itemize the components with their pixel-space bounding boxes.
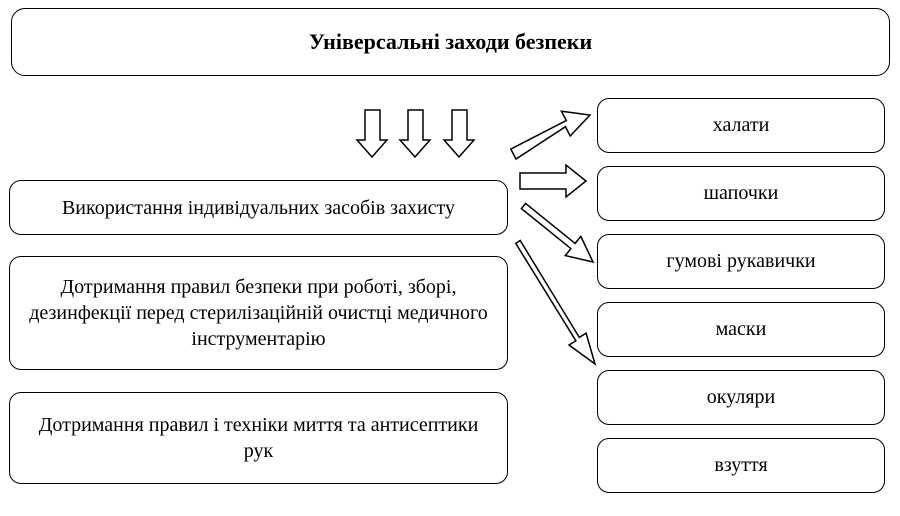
ppe-item-glasses: окуляри: [597, 370, 885, 425]
measure-box-ppe: Використання індивідуальних засобів захи…: [9, 180, 508, 235]
ppe-item-gowns: халати: [597, 98, 885, 153]
ppe-item-footwear: взуття: [597, 438, 885, 493]
ppe-item-gloves: гумові рукавички: [597, 234, 885, 289]
ppe-item-label: окуляри: [706, 386, 776, 408]
ppe-item-masks: маски: [597, 302, 885, 357]
down-arrow-icon: [442, 109, 476, 159]
measure-label: Використання індивідуальних засобів захи…: [61, 196, 456, 219]
arrow-to-caps-icon: [519, 163, 588, 199]
ppe-item-label: гумові рукавички: [666, 250, 816, 272]
arrow-to-gowns-icon: [509, 110, 592, 161]
measure-label: Дотримання правил безпеки при роботі, зб…: [29, 276, 488, 350]
measure-box-handwashing: Дотримання правил і техніки миття та ант…: [9, 392, 508, 484]
ppe-item-label: шапочки: [703, 182, 779, 204]
ppe-item-label: халати: [712, 114, 770, 136]
measure-box-instruments: Дотримання правил безпеки при роботі, зб…: [9, 256, 508, 370]
ppe-item-caps: шапочки: [597, 166, 885, 221]
ppe-item-label: маски: [715, 318, 767, 340]
measure-label: Дотримання правил і техніки миття та ант…: [38, 414, 479, 462]
title-box: Універсальні заходи безпеки: [11, 8, 890, 76]
arrow-to-gloves-icon: [520, 202, 595, 264]
diagram-title: Універсальні заходи безпеки: [308, 29, 593, 54]
down-arrow-icon: [398, 109, 432, 159]
arrow-to-masks-icon: [514, 239, 597, 366]
down-arrow-icon: [355, 109, 389, 159]
ppe-item-label: взуття: [714, 454, 768, 476]
